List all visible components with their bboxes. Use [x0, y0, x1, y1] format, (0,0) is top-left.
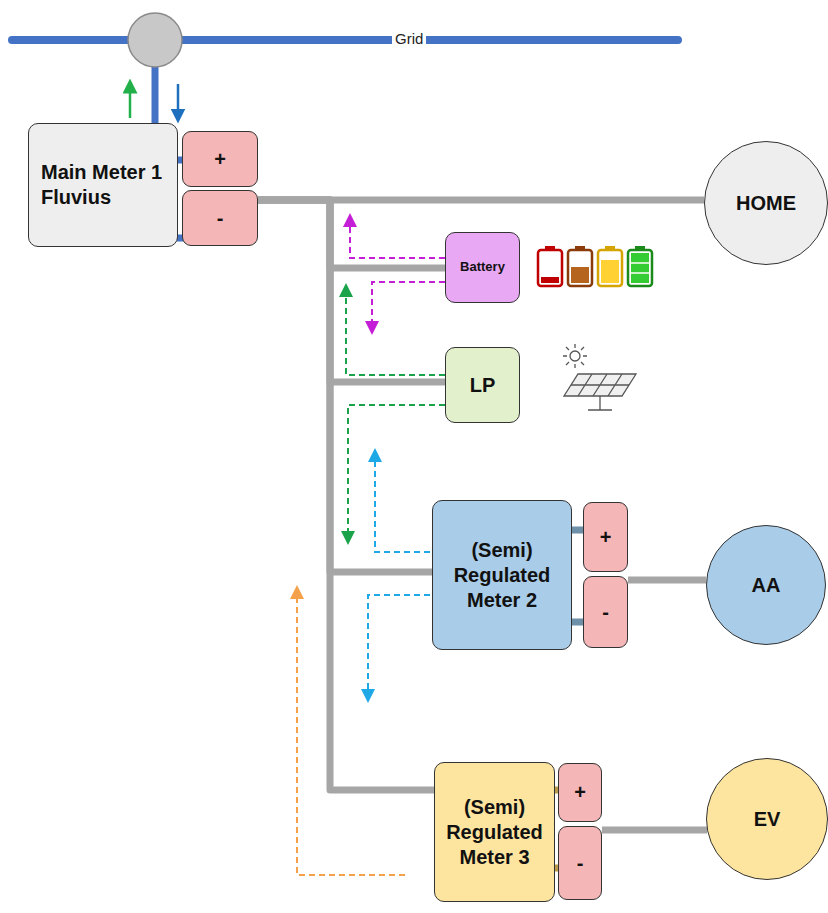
grid-label: Grid: [392, 30, 426, 47]
terminal-box: -: [558, 826, 602, 900]
import-arrow: [177, 84, 180, 116]
node-label: -: [563, 851, 597, 876]
meter-box: Main Meter 1 Fluvius: [28, 123, 178, 247]
power-wire: [602, 827, 707, 834]
battery-icons: [538, 246, 652, 286]
grid-line: [12, 36, 678, 44]
node-label: (Semi) Regulated Meter 2: [437, 538, 567, 613]
load-circle: HOME: [704, 141, 828, 265]
power-wire: [258, 200, 434, 790]
node-label: (Semi) Regulated Meter 3: [439, 795, 550, 870]
node-label: HOME: [709, 191, 823, 216]
node-label: EV: [711, 807, 823, 832]
terminal-box: -: [583, 576, 628, 648]
meter-box: (Semi) Regulated Meter 3: [434, 762, 555, 902]
power-wire: [628, 577, 706, 584]
node-label: +: [588, 525, 623, 550]
node-label: +: [187, 147, 253, 172]
grid-connection: [128, 13, 182, 67]
terminal-box: +: [583, 502, 628, 572]
node-label: +: [563, 780, 597, 805]
meter-box: (Semi) Regulated Meter 2: [432, 500, 572, 650]
terminal-box: -: [182, 190, 258, 246]
power-wire: [258, 200, 445, 268]
node-label: Battery: [450, 259, 515, 275]
terminal-box: +: [182, 131, 258, 187]
power-wire: [258, 200, 432, 572]
node-label: AA: [711, 573, 821, 598]
solar-box: LP: [445, 347, 520, 423]
battery-box: Battery: [445, 232, 520, 303]
flow-arrows: [297, 220, 445, 875]
node-label: Main Meter 1 Fluvius: [41, 160, 169, 210]
export-arrow: [129, 86, 132, 118]
load-circle: AA: [706, 525, 826, 645]
load-circle: EV: [706, 758, 828, 880]
solar-panel: [563, 344, 636, 410]
node-label: -: [588, 600, 623, 625]
node-label: -: [187, 206, 253, 231]
node-label: LP: [450, 373, 515, 398]
terminal-box: +: [558, 763, 602, 822]
power-wire: [258, 200, 445, 382]
